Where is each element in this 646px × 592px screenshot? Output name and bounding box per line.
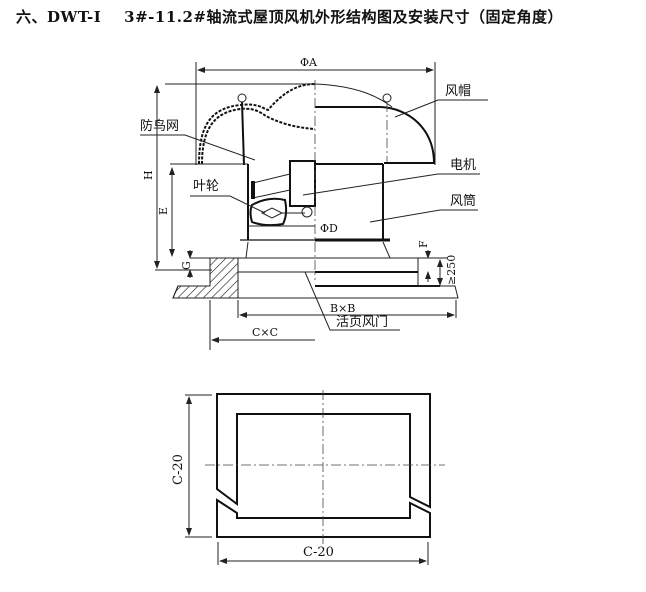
dim-CxC: C×C (252, 326, 278, 339)
hood-left (198, 83, 316, 165)
dim-250: ≥250 (445, 255, 458, 285)
lifting-eye (237, 93, 247, 103)
label-impeller: 叶轮 (193, 179, 219, 194)
dim-F: F (417, 240, 430, 248)
label-hood: 风帽 (445, 83, 471, 99)
dim-BxB: B×B (330, 302, 355, 315)
curb-lower (216, 498, 431, 538)
dim-phiD: ΦD (320, 222, 338, 235)
dim-E: E (157, 207, 170, 215)
curb-upper (216, 393, 431, 509)
dim-c20-horizontal: C-20 (303, 545, 334, 560)
side-elevation: 风帽 防鸟网 电机 叶轮 风筒 活页风门 ΦA ΦD H E G F ≥250 … (140, 56, 488, 350)
dim-c20-vertical: C-20 (171, 454, 186, 485)
motor (289, 160, 316, 207)
dim-H: H (142, 170, 155, 180)
label-duct: 风筒 (450, 193, 476, 209)
curb-plan-view: C-20 C-20 (171, 390, 445, 565)
hood-right (315, 106, 436, 164)
drawing-title: 六、DWT-I 3#-11.2#轴流式屋顶风机外形结构图及安装尺寸（固定角度） (16, 8, 563, 26)
lifting-eye (382, 93, 392, 103)
dim-phiA: ΦA (300, 56, 318, 69)
dim-G: G (180, 261, 193, 270)
label-damper: 活页风门 (336, 315, 388, 330)
label-motor: 电机 (450, 158, 476, 173)
label-bird-net: 防鸟网 (140, 118, 179, 134)
impeller (249, 197, 288, 227)
